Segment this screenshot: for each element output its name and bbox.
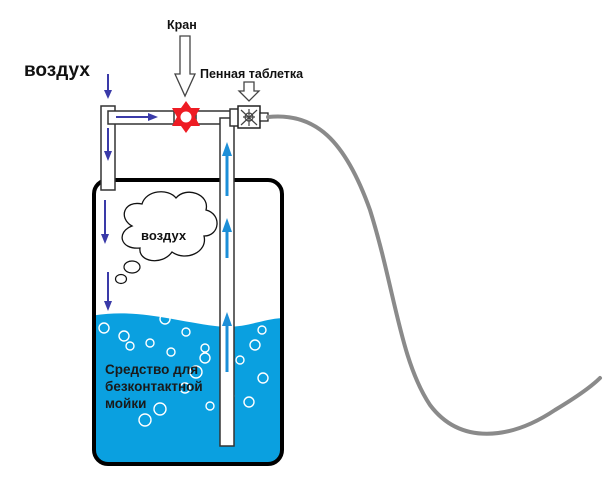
valve-star-icon[interactable] [172, 101, 200, 133]
bubble [145, 338, 155, 348]
hose [266, 114, 602, 436]
bubble [189, 365, 203, 379]
liquid-flow-arrows [222, 142, 232, 372]
tank-outline [92, 178, 284, 466]
bubble [235, 355, 245, 365]
valve-pointer-arrow [173, 35, 197, 98]
product-label-line1: Средство для [105, 362, 198, 377]
air-cloud [114, 191, 218, 285]
tablet-pointer-arrow [237, 81, 261, 102]
bubble [243, 396, 255, 408]
product-label-line2: безконтактной [105, 379, 203, 394]
bubble [199, 352, 211, 364]
bubble [125, 341, 135, 351]
bubble [138, 413, 152, 427]
bubble [257, 372, 269, 384]
bubble [153, 402, 167, 416]
bubble [257, 325, 267, 335]
liquid-intake-pipe [219, 117, 235, 447]
bubble [166, 347, 176, 357]
air-cloud-label: воздух [141, 228, 187, 243]
air-flow-arrows [101, 74, 158, 311]
bubble [181, 327, 191, 337]
valve-label: Кран [167, 18, 197, 32]
bubble [98, 322, 110, 334]
air-inlet-label: воздух [24, 60, 90, 81]
bubble [249, 339, 261, 351]
foam-tablet-icon [237, 105, 269, 129]
product-label-line3: мойки [105, 396, 146, 411]
bubble [179, 382, 191, 394]
bubble [159, 313, 171, 325]
bubble [118, 330, 130, 342]
bubble [205, 401, 215, 411]
bubble [200, 343, 210, 353]
foam-tablet-label: Пенная таблетка [200, 67, 304, 81]
